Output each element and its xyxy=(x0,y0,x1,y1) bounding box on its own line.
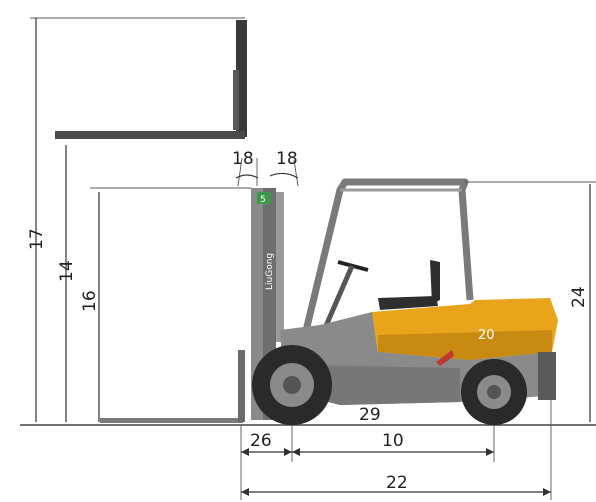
dim-16: 16 xyxy=(80,187,251,422)
counterweight: 20 xyxy=(372,298,558,360)
front-wheel xyxy=(252,345,332,425)
dim-17-label: 17 xyxy=(27,228,47,250)
dim-26-label: 26 xyxy=(250,431,272,451)
dim-17: 17 xyxy=(27,17,245,422)
dim-18a-label: 18 xyxy=(232,149,254,169)
dim-22-label: 22 xyxy=(386,473,408,493)
dim-29-label: 29 xyxy=(359,405,381,425)
dim-18-tilt: 18 18 xyxy=(232,149,299,187)
raised-fork xyxy=(55,20,247,139)
overhead-guard xyxy=(301,178,474,336)
mast-brand-label: LiuGong xyxy=(265,253,275,290)
mast-badge: 5 xyxy=(260,195,266,205)
dim-24: 24 xyxy=(465,181,596,422)
decal-20: 20 xyxy=(478,328,495,343)
red-stripe xyxy=(436,350,454,366)
dim-29: 29 xyxy=(359,405,381,425)
dim-16-label: 16 xyxy=(80,290,100,312)
seat xyxy=(378,260,440,310)
lowered-fork xyxy=(100,350,245,423)
dim-26: 26 xyxy=(241,431,292,456)
mast-badge-bg xyxy=(257,192,271,204)
dim-24-label: 24 xyxy=(569,286,589,308)
dim-10-label: 10 xyxy=(382,431,404,451)
dim-18b-label: 18 xyxy=(276,149,298,169)
dim-22: 22 xyxy=(241,473,551,496)
dim-14-label: 14 xyxy=(57,260,77,282)
rear-wheel xyxy=(461,359,527,425)
dim-10: 10 xyxy=(292,431,494,456)
dim-14: 14 xyxy=(57,145,77,422)
